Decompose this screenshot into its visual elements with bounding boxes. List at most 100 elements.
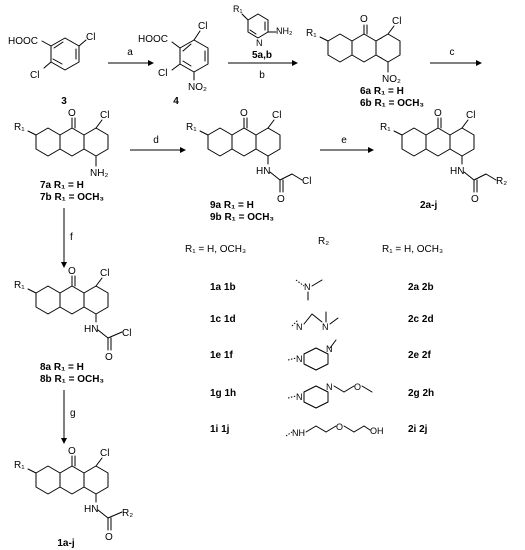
compound-label-9b: 9b R₁ = OCH₃ [210, 212, 274, 223]
cl-label: Cl [122, 328, 131, 339]
hn-label: HN [84, 324, 98, 335]
compound-label-4: 4 [173, 96, 179, 107]
compound-8-structure: O Cl R₁ HN O Cl [14, 266, 131, 363]
compound-label-6a: 6a R₁ = H [360, 86, 404, 97]
n-label: N [256, 38, 263, 48]
arrowhead [61, 438, 67, 444]
step-label-a: a [127, 47, 133, 58]
compound-label-1: 1a-j [57, 538, 74, 549]
hooc-label: HOOC [8, 36, 38, 47]
table-row-left: 1a 1b [210, 282, 236, 293]
compound-6-structure: O Cl R₁ NO₂ [306, 14, 401, 85]
table-header-mid: R₂ [318, 236, 329, 247]
arrowhead [292, 60, 298, 66]
compound-label-7b: 7b R₁ = OCH₃ [40, 192, 104, 203]
table-row-right: 2i 2j [408, 424, 428, 435]
nh2-label: NH₂ [90, 168, 108, 179]
nh-label: NH [292, 428, 305, 438]
o-label: O [336, 422, 343, 432]
cl-label: Cl [466, 110, 475, 121]
cl-label: Cl [100, 268, 109, 279]
n-label: N [326, 382, 333, 392]
step-label-c: c [450, 47, 455, 58]
compound-1-structure: O Cl R₁ HN O R₂ [14, 446, 133, 543]
compound-label-8b: 8b R₁ = OCH₃ [40, 374, 104, 385]
n-label: N [322, 322, 329, 332]
hn-label: HN [256, 166, 270, 177]
table-row-left: 1c 1d [210, 314, 236, 325]
compound-label-2: 2a-j [420, 200, 437, 211]
arrowhead [368, 147, 374, 153]
step-label-e: e [341, 135, 347, 146]
attachment-bond [291, 319, 299, 327]
cl-label: Cl [158, 68, 167, 79]
r1-label: R₁ [186, 122, 197, 133]
substituent-table: R₁ = H, OCH₃ R₂ R₁ = H, OCH₃ 1a 1b N 2a … [185, 236, 443, 438]
no2-label: NO₂ [188, 82, 207, 93]
o-label: O [277, 194, 285, 205]
table-row-left: 1g 1h [210, 388, 236, 399]
table-row-left: 1e 1f [210, 350, 233, 361]
table-header-left: R₁ = H, OCH₃ [185, 244, 246, 255]
n-label: N [296, 354, 303, 364]
cl-label: Cl [198, 21, 207, 32]
attachment-bond [287, 395, 297, 399]
r1-label: R₁ [233, 4, 243, 14]
attachment-bond [285, 431, 293, 437]
r1-label: R₁ [380, 122, 391, 133]
compound-4-structure: HOOC Cl Cl NO₂ [138, 21, 209, 93]
table-row-left: 1i 1j [210, 424, 230, 435]
n-label: N [296, 392, 303, 402]
hooc-label: HOOC [138, 34, 168, 45]
o-label: O [434, 108, 442, 119]
compound-label-8a: 8a R₁ = H [40, 362, 84, 373]
cl-label: Cl [100, 448, 109, 459]
r1-label: R₁ [14, 460, 25, 471]
o-label: O [471, 194, 479, 205]
attachment-bond [295, 279, 305, 287]
o-label: O [68, 446, 76, 457]
o-label: O [105, 532, 113, 543]
o-label: O [360, 14, 368, 25]
r2-label: R₂ [496, 176, 507, 187]
compound-label-5: 5a,b [252, 50, 272, 61]
arrowhead [476, 60, 482, 66]
arrowhead [61, 262, 67, 268]
r1-label: R₁ [14, 122, 25, 133]
cl-label: Cl [392, 16, 401, 27]
o-label: O [68, 108, 76, 119]
compound-9-structure: O Cl R₁ HN O Cl [186, 108, 311, 205]
cl-label: Cl [100, 110, 109, 121]
table-row-right: 2g 2h [408, 388, 434, 399]
compound-5-structure: R₁ N NH₂ [233, 4, 293, 48]
compound-3-structure: HOOC Cl Cl [8, 32, 95, 81]
r2-label: R₂ [122, 508, 133, 519]
o-label: O [105, 352, 113, 363]
n-label: N [296, 322, 303, 332]
arrowhead [180, 147, 186, 153]
step-label-f: f [70, 232, 73, 243]
r1-label: R₁ [306, 28, 317, 39]
o-label: O [240, 108, 248, 119]
o-label: O [68, 266, 76, 277]
compound-label-6b: 6b R₁ = OCH₃ [360, 98, 424, 109]
compound-7-structure: O Cl R₁ NH₂ [14, 108, 109, 179]
arrowhead [148, 60, 154, 66]
attachment-bond [287, 357, 297, 361]
hn-label: HN [450, 166, 464, 177]
step-label-g: g [70, 408, 76, 419]
r1-label: R₁ [14, 280, 25, 291]
n-label: N [304, 282, 311, 292]
step-label-b: b [259, 70, 265, 81]
cl-label: Cl [302, 176, 311, 187]
compound-2-structure: O Cl R₁ HN O R₂ [380, 108, 507, 205]
step-label-d: d [153, 135, 159, 146]
oh-label: OH [370, 426, 384, 436]
no2-label: NO₂ [382, 74, 401, 85]
nh2-label: NH₂ [276, 26, 293, 36]
compound-label-9a: 9a R₁ = H [210, 200, 254, 211]
n-label: N [326, 344, 333, 354]
compound-label-7a: 7a R₁ = H [40, 180, 84, 191]
o-label: O [354, 382, 361, 392]
